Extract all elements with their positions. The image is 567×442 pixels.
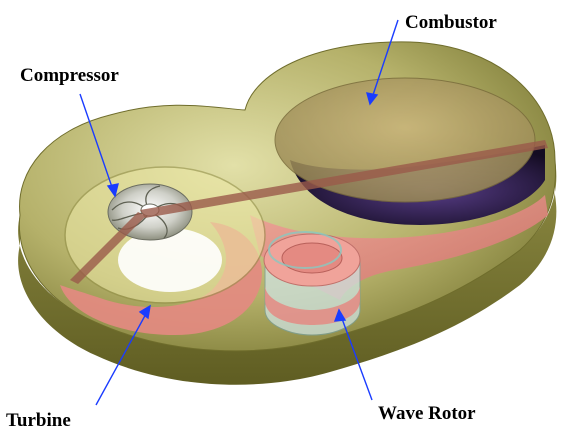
combustor-label: Combustor — [405, 13, 497, 32]
wave-rotor-label: Wave Rotor — [378, 404, 476, 423]
wave-rotor-cylinder-icon — [264, 232, 360, 335]
compressor-label: Compressor — [20, 66, 119, 85]
turbine-label: Turbine — [6, 411, 71, 430]
